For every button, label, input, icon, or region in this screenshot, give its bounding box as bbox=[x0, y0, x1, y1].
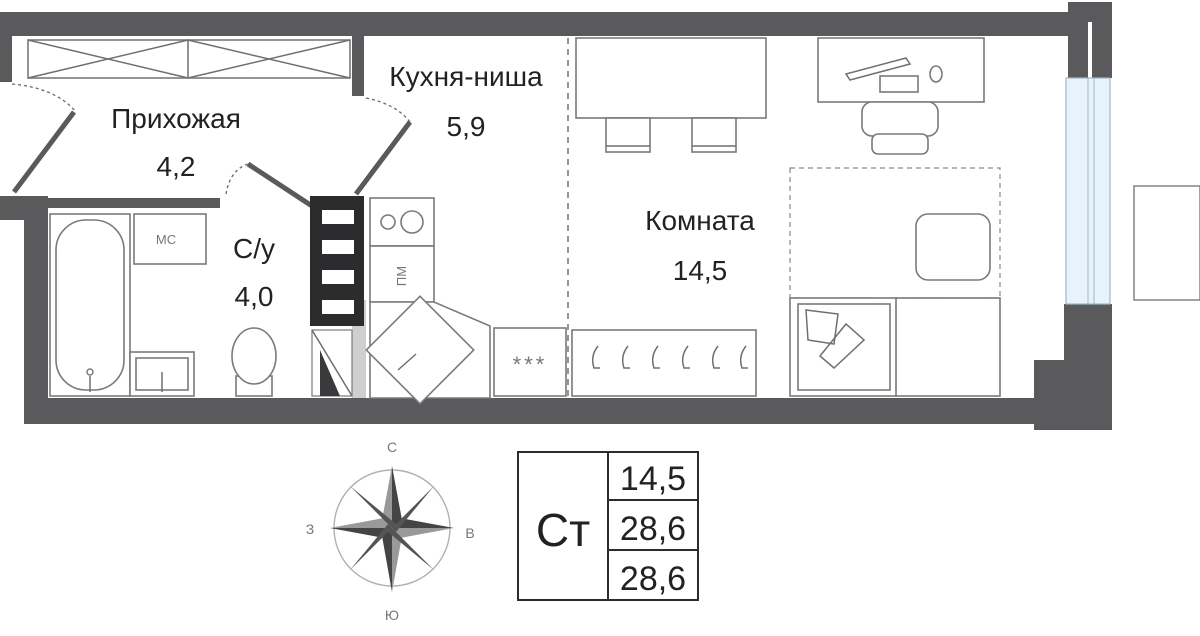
desk bbox=[817, 37, 985, 155]
apartment-type: Ст bbox=[536, 504, 590, 556]
bathroom-door bbox=[225, 161, 314, 209]
dishwasher-label: ПМ bbox=[394, 266, 409, 286]
room-name: Комната bbox=[645, 205, 755, 236]
stove-label: *** bbox=[513, 352, 548, 377]
bathroom-area: 4,0 bbox=[235, 281, 274, 312]
total-area-with-balcony: 28,6 bbox=[620, 560, 686, 598]
washer-label: МС bbox=[156, 232, 176, 247]
kitchen-hob bbox=[369, 197, 435, 247]
bathtub bbox=[49, 213, 131, 397]
kitchen-sink bbox=[365, 295, 491, 405]
room-area: 14,5 bbox=[673, 255, 728, 286]
compass-rose bbox=[330, 466, 454, 592]
window bbox=[1065, 77, 1200, 305]
hallway-area: 4,2 bbox=[157, 151, 196, 182]
entry-door bbox=[11, 83, 77, 194]
kitchen-door bbox=[354, 97, 412, 196]
compass-south: Ю bbox=[385, 607, 399, 623]
bathroom-sink bbox=[129, 351, 195, 397]
washing-machine bbox=[133, 213, 207, 265]
closet bbox=[571, 329, 757, 397]
hallway-name: Прихожая bbox=[111, 103, 241, 134]
compass-west: З bbox=[306, 521, 314, 537]
ventilation-shaft bbox=[310, 196, 364, 397]
bathroom-name: С/у bbox=[233, 233, 275, 264]
area-summary bbox=[517, 451, 699, 601]
dining-table bbox=[575, 37, 767, 153]
total-area: 28,6 bbox=[620, 510, 686, 548]
dishwasher bbox=[369, 245, 435, 303]
walls bbox=[0, 2, 1112, 430]
living-area: 14,5 bbox=[620, 460, 686, 498]
compass-east: В bbox=[465, 525, 474, 541]
kitchen-name: Кухня-ниша bbox=[389, 61, 543, 92]
wardrobe bbox=[27, 39, 351, 79]
stove bbox=[493, 327, 567, 397]
compass-north: С bbox=[387, 439, 397, 455]
bed bbox=[789, 167, 1001, 397]
toilet bbox=[231, 327, 277, 397]
kitchen-area: 5,9 bbox=[447, 111, 486, 142]
